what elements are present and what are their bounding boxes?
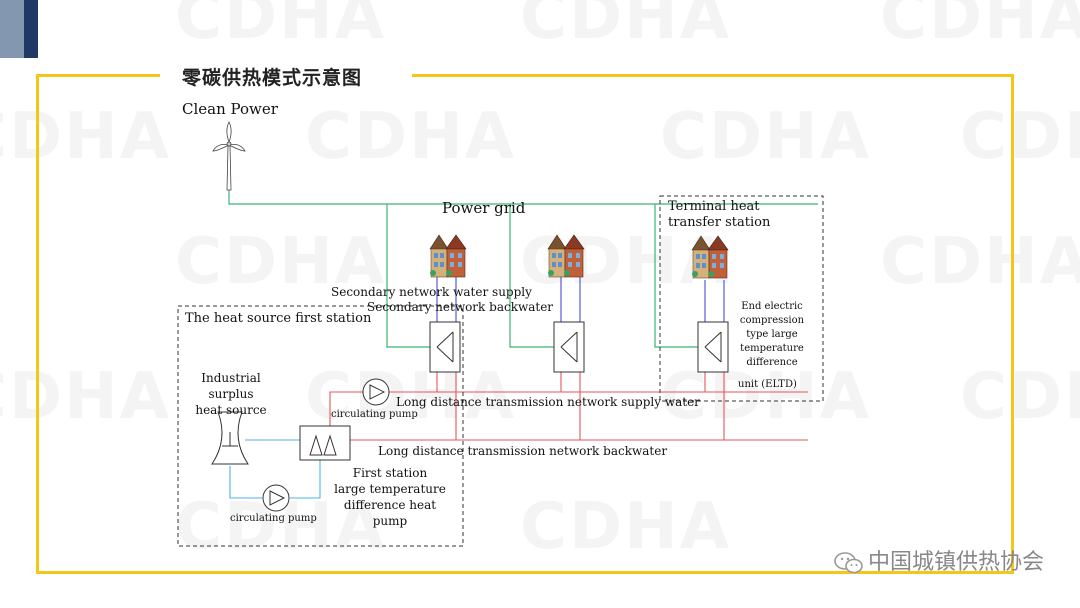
heat-exchanger-icon [553,321,585,373]
terminal-station-box [659,195,824,402]
eltd-label: End electric compression type large temp… [730,300,814,370]
power-lines [228,190,818,348]
first-station-line: pump [372,514,408,528]
wechat-icon [834,552,863,574]
footer-text: 中国城镇供热协会 [867,550,1044,575]
industrial-heat-line: heat source [195,403,267,417]
eltd-line: difference [746,357,798,368]
building-icon [547,234,585,278]
circulating-pump-label: circulating pump [331,409,418,420]
long-backwater-label: Long distance transmission network backw… [378,444,668,458]
cooling-tower-icon [211,411,249,465]
heat-source-loop [229,439,321,499]
first-station-line: large temperature [334,482,446,496]
eltd-line: End electric [741,301,803,312]
first-station-label: First station large temperature differen… [328,465,452,529]
heat-exchanger-icon [429,321,461,373]
secondary-backwater-label: Secondary network backwater [367,300,554,314]
wind-turbine-icon [212,121,246,191]
power-grid-label: Power grid [442,199,526,217]
heat-exchanger-icon [697,321,729,373]
heat-source-station-label: The heat source first station [185,311,372,326]
content-frame [36,74,1014,574]
building-icon [429,234,467,278]
industrial-heat-label: Industrial surplus heat source [186,370,276,418]
eltd-line: temperature [740,343,804,354]
eltd-line: type large [746,329,798,340]
first-station-line: First station [352,466,428,480]
circulating-pump-icon [262,484,290,512]
clean-power-label: Clean Power [182,100,278,118]
long-supply-label: Long distance transmission network suppl… [396,395,700,409]
eltd-line: compression [739,315,805,326]
header-accent-stripe [0,0,24,58]
circulating-pump-label: circulating pump [230,513,317,524]
footer-brand: 中国城镇供热协会 [834,544,1044,576]
secondary-lines [436,275,725,322]
circulating-pump-icon [362,378,390,406]
terminal-station-label: transfer station [668,215,771,230]
page-title: 零碳供热模式示意图 [182,67,363,89]
industrial-heat-line: surplus [208,387,254,401]
industrial-heat-line: Industrial [201,371,261,385]
eltd-unit-label: unit (ELTD) [738,379,797,390]
title-gap [160,64,412,86]
terminal-station-label: Terminal heat [668,199,760,214]
heat-source-box [177,305,464,547]
transmission-lines [329,372,808,441]
secondary-supply-label: Secondary network water supply [331,285,532,299]
first-station-line: difference heat [343,498,437,512]
heat-pump-icon [299,425,351,461]
building-icon [691,235,729,279]
